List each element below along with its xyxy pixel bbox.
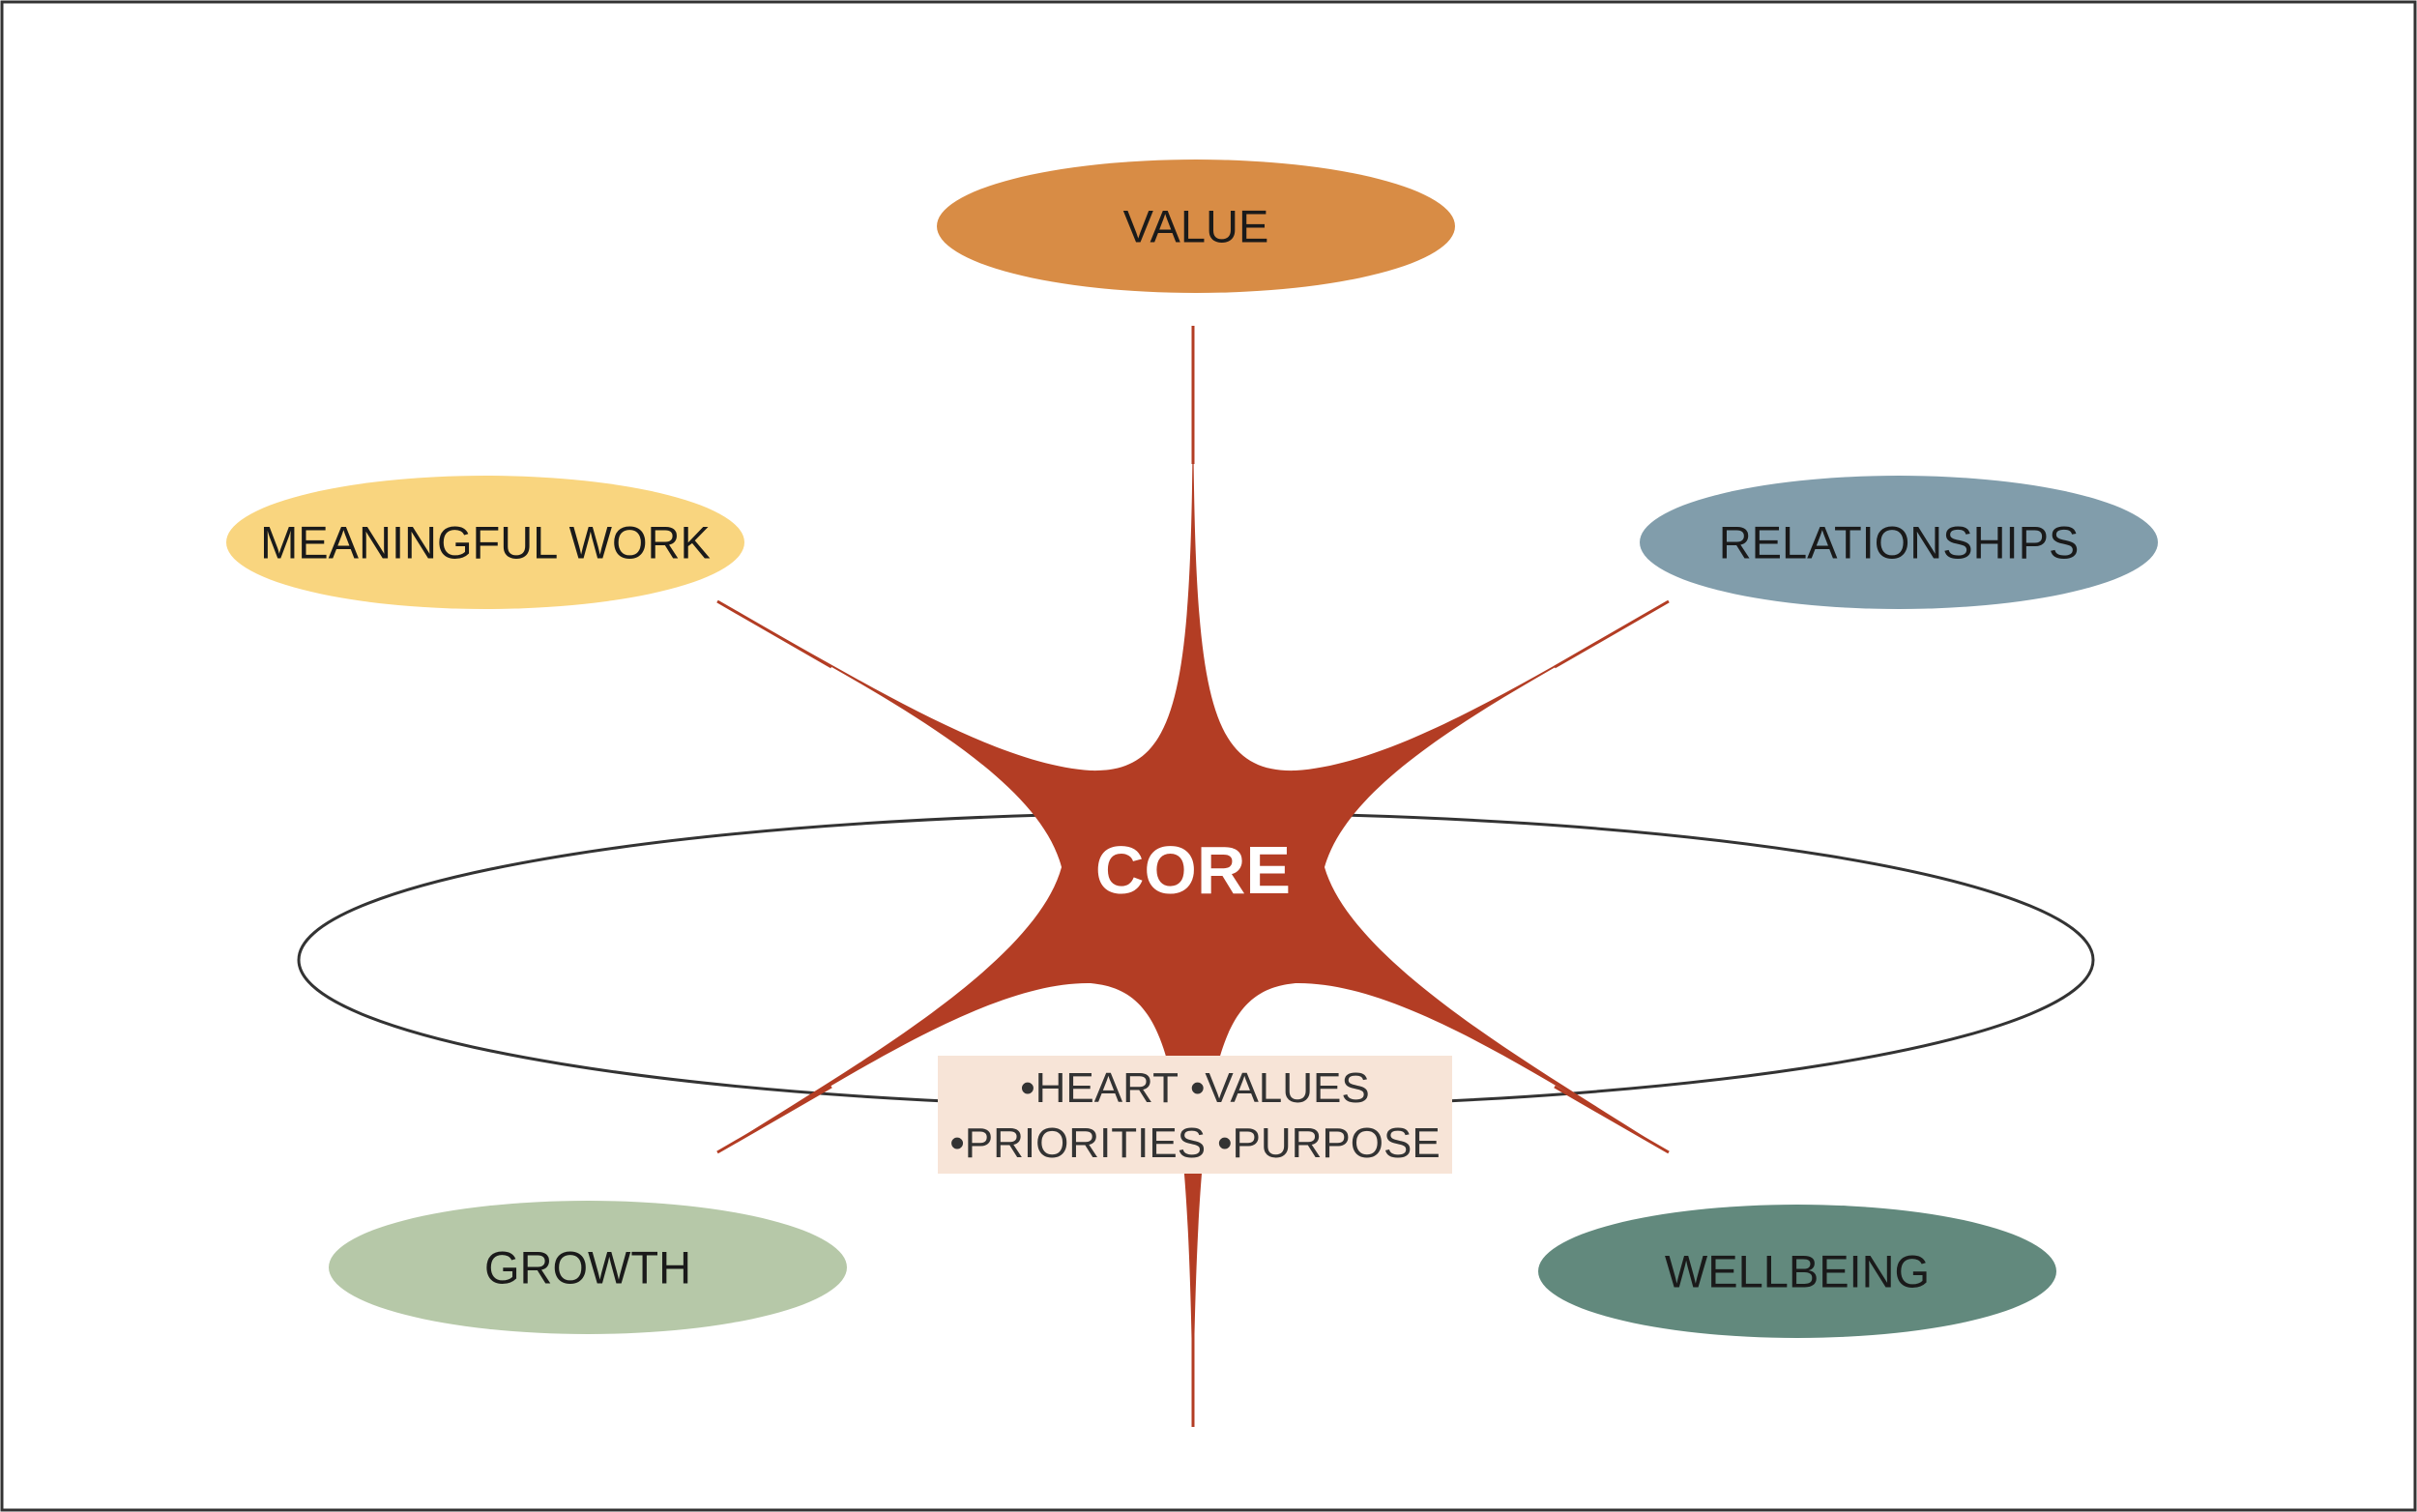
bullet: • bbox=[1190, 1064, 1205, 1112]
node-wellbeing: WELLBEING bbox=[1538, 1205, 2056, 1338]
node-meaningful-work-shape bbox=[226, 476, 744, 609]
core-values-box bbox=[938, 1056, 1452, 1174]
core-value-heart: HEART bbox=[1035, 1064, 1179, 1112]
node-value-label: VALUE bbox=[1123, 201, 1269, 252]
connector-wellbeing bbox=[1554, 1085, 1670, 1154]
core-value-purpose: PURPOSE bbox=[1233, 1119, 1441, 1167]
node-wellbeing-shape bbox=[1538, 1205, 2056, 1338]
node-value: VALUE bbox=[937, 160, 1455, 293]
node-relationships-shape bbox=[1640, 476, 2158, 609]
node-value-shape bbox=[937, 160, 1455, 293]
node-meaningful-work: MEANINGFUL WORK bbox=[226, 476, 744, 609]
bullet: • bbox=[949, 1119, 964, 1167]
node-relationships: RELATIONSHIPS bbox=[1640, 476, 2158, 609]
core-label: CORE bbox=[1095, 832, 1291, 908]
core-star bbox=[717, 329, 1669, 1427]
node-growth: GROWTH bbox=[329, 1201, 847, 1334]
node-relationships-label: RELATIONSHIPS bbox=[1719, 517, 2080, 568]
node-growth-label: GROWTH bbox=[484, 1242, 691, 1294]
node-meaningful-work-label: MEANINGFUL WORK bbox=[260, 517, 711, 568]
core-value-values: VALUES bbox=[1205, 1064, 1369, 1112]
bullet: • bbox=[1020, 1064, 1034, 1112]
core-values-line-1: •HEART•VALUES bbox=[1020, 1064, 1370, 1112]
core-value-priorities: PRIORITIES bbox=[965, 1119, 1206, 1167]
node-growth-shape bbox=[329, 1201, 847, 1334]
node-wellbeing-label: WELLBEING bbox=[1665, 1246, 1930, 1297]
bullet: • bbox=[1217, 1119, 1232, 1167]
core-values-line-2: •PRIORITIES•PURPOSE bbox=[949, 1119, 1440, 1167]
